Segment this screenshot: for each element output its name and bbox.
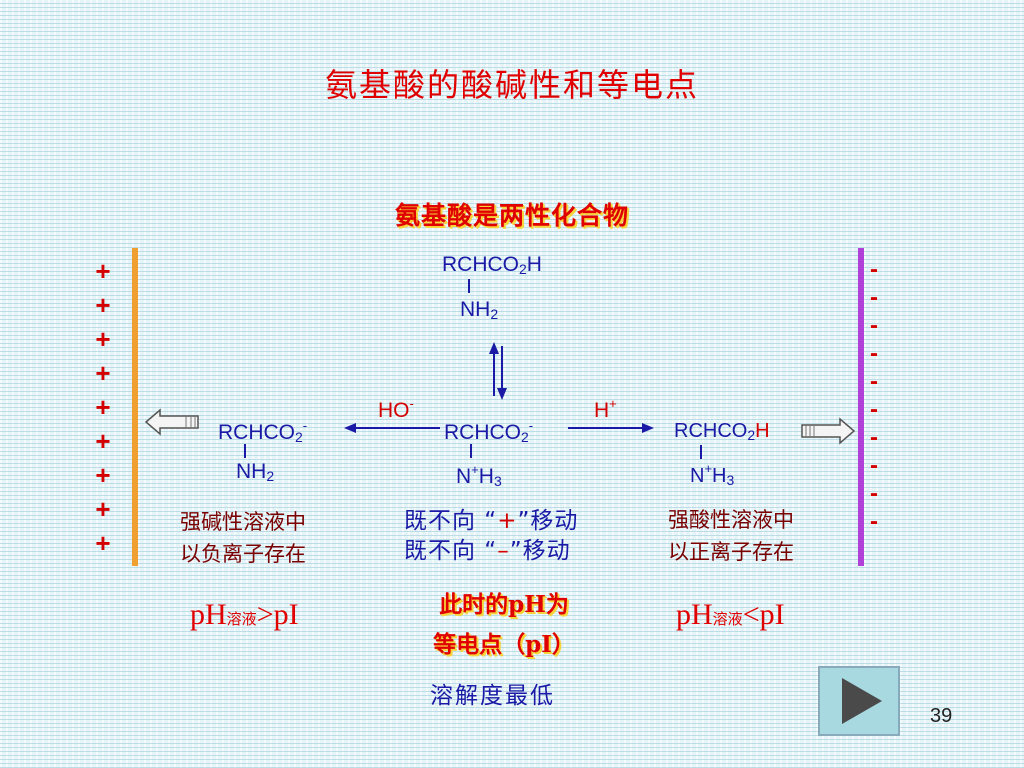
minus-sign: -: [870, 340, 878, 367]
plus-sign: +: [95, 256, 111, 286]
plus-signs-column: + + + + + + + + +: [88, 254, 118, 560]
plus-sign: +: [95, 494, 111, 524]
reaction-arrow-left: [344, 423, 440, 433]
plus-sign: +: [95, 528, 111, 558]
minus-sign: -: [870, 508, 878, 535]
right-ph-comparison: pH溶液<pI: [676, 598, 785, 631]
page-number: 39: [930, 705, 953, 727]
equilibrium-arrows: [489, 342, 507, 400]
slide-subtitle: 氨基酸是两性化合物: [394, 201, 629, 230]
minus-sign: -: [870, 396, 878, 423]
minus-sign: -: [870, 480, 878, 507]
minus-sign: -: [870, 284, 878, 311]
cathode-bar: [858, 248, 864, 566]
hollow-right-arrow-icon: [801, 417, 856, 445]
isoelectric-note: 此时的pH为 等电点（pI）: [433, 591, 575, 658]
hydroxide-reagent: HO-: [378, 396, 414, 422]
plus-sign: +: [95, 358, 111, 388]
minus-signs-column: - - - - - - - - - -: [870, 256, 890, 536]
minus-sign: -: [870, 452, 878, 479]
left-species-bond: [244, 444, 246, 458]
minus-sign: -: [870, 368, 878, 395]
minus-sign: -: [870, 312, 878, 339]
left-species-line1: RCHCO2-: [218, 418, 308, 445]
proton-reagent: H+: [594, 396, 617, 422]
next-slide-button[interactable]: [818, 666, 900, 736]
center-description: 既不向 “+”移动 既不向 “–”移动: [404, 508, 579, 564]
slide-title: 氨基酸的酸碱性和等电点: [324, 66, 699, 104]
play-triangle-icon: [842, 678, 882, 724]
right-description: 强酸性溶液中 以正离子存在: [668, 508, 794, 564]
right-species-line2: N+H3: [690, 461, 735, 488]
reaction-arrow-right: [568, 423, 654, 433]
center-species-bond: [470, 444, 472, 458]
left-species-line2: NH2: [236, 460, 275, 484]
top-species-line2: NH2: [460, 298, 499, 322]
plus-sign: +: [95, 324, 111, 354]
center-species-line1: RCHCO2-: [444, 418, 534, 445]
plus-sign: +: [95, 426, 111, 456]
anode-bar: [132, 248, 138, 566]
minus-sign: -: [870, 424, 878, 451]
plus-sign: +: [95, 460, 111, 490]
top-species-line1: RCHCO2H: [442, 253, 542, 277]
minus-sign: -: [870, 256, 878, 283]
right-species-bond: [700, 445, 702, 459]
solubility-note: 溶解度最低: [430, 683, 555, 709]
top-species-bond: [468, 279, 470, 293]
left-description: 强碱性溶液中 以负离子存在: [180, 510, 306, 566]
left-ph-comparison: pH溶液>pI: [190, 598, 299, 631]
center-species-line2: N+H3: [456, 462, 502, 489]
right-species-line1: RCHCO2H: [674, 420, 770, 443]
hollow-left-arrow-icon: [144, 408, 199, 436]
plus-sign: +: [95, 290, 111, 320]
plus-sign: +: [95, 392, 111, 422]
